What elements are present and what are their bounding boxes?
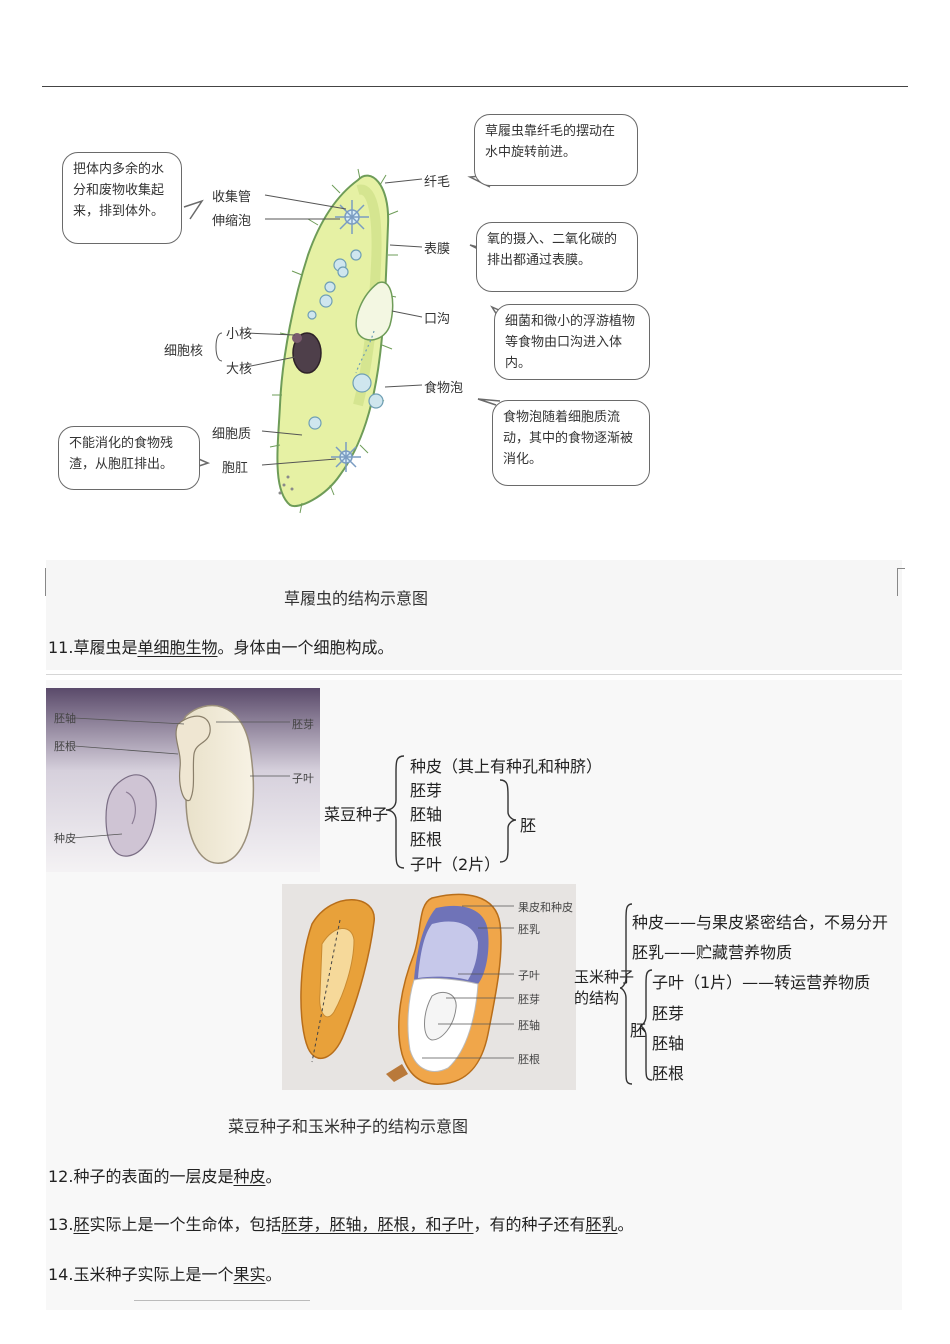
- bean-tree-radicle: 胚根: [410, 830, 443, 849]
- corn-label-endosperm: 胚乳: [518, 923, 540, 936]
- corn-label-pericarp: 果皮和种皮: [518, 901, 573, 914]
- food-vacuoles: [307, 249, 384, 430]
- bean-tree-bud: 胚芽: [410, 781, 443, 800]
- bubble-undigested: 不能消化的食物残渣，从胞肛排出。: [58, 426, 200, 490]
- item-13: 13.胚实际上是一个生命体，包括胚芽，胚轴，胚根，和子叶，有的种子还有胚乳。: [48, 1211, 634, 1235]
- corn-label-root: 胚根: [518, 1053, 540, 1066]
- item-14-post: 。: [265, 1265, 282, 1284]
- corn-label-cotyledon: 子叶: [518, 969, 540, 982]
- label-contractile-vacuole: 伸缩泡: [212, 214, 252, 229]
- item-14: 14.玉米种子实际上是一个果实。: [48, 1261, 282, 1285]
- corn-tree-axis: 胚轴: [652, 1034, 685, 1053]
- item-11-post: 。身体由一个细胞构成。: [217, 638, 394, 657]
- bean-label-cotyledon: 子叶: [292, 772, 314, 785]
- bubble-expel: 把体内多余的水分和废物收集起来，排到体外。: [62, 152, 182, 244]
- bean-tree-axis: 胚轴: [410, 805, 443, 824]
- item-13-answer-0: 胚: [73, 1215, 90, 1234]
- bean-tree-embryo: 胚: [520, 816, 537, 835]
- corn-label-bud: 胚芽: [518, 993, 540, 1006]
- corn-tree-cotyledon: 子叶（1片）——转运营养物质: [652, 973, 871, 992]
- bean-whole: [105, 774, 157, 857]
- bean-label-bud: 胚芽: [292, 718, 314, 731]
- item-13-post: 。: [617, 1215, 634, 1234]
- label-micronucleus: 小核: [226, 327, 253, 342]
- bubble-oral-groove: 细菌和微小的浮游植物等食物由口沟进入体内。: [494, 304, 650, 380]
- bean-tree-braces: [385, 755, 517, 869]
- corn-tree-embryo: 胚: [630, 1021, 647, 1040]
- bubble-membrane: 氧的摄入、二氧化碳的排出都通过表膜。: [476, 222, 638, 292]
- bubble-cilia: 草履虫靠纤毛的摆动在水中旋转前进。: [474, 114, 638, 186]
- corn-label-axis: 胚轴: [518, 1019, 540, 1032]
- item-13-mid: ，有的种子还有: [473, 1215, 586, 1234]
- label-cytoplasm: 细胞质: [212, 427, 252, 442]
- item-11-num: 11.: [48, 638, 74, 657]
- bean-label-root: 胚根: [54, 740, 76, 753]
- corn-tree-bud: 胚芽: [652, 1004, 685, 1023]
- contractile-vacuole-top: [335, 200, 369, 234]
- bean-tree-coat: 种皮（其上有种孔和种脐）: [410, 757, 603, 776]
- section-divider: [46, 674, 902, 675]
- label-food-vacuole: 食物泡: [424, 381, 464, 396]
- item-14-answer: 果实: [233, 1265, 266, 1284]
- item-13-pre: 实际上是一个生命体，包括: [89, 1215, 282, 1234]
- corn-tree-root-line1: 玉米种子: [574, 968, 635, 986]
- label-collecting-tube: 收集管: [212, 190, 252, 205]
- label-nucleus: 细胞核: [164, 344, 204, 359]
- bean-embryo: [175, 715, 211, 802]
- item-12-pre: 种子的表面的一层皮是: [73, 1167, 234, 1186]
- left-corner-mark: [45, 568, 46, 596]
- corn-seed-image: [282, 884, 576, 1090]
- item-12-num: 12.: [48, 1167, 74, 1186]
- contractile-vacuole-bottom: [331, 442, 361, 472]
- item-13-num: 13.: [48, 1215, 74, 1234]
- item-14-pre: 玉米种子实际上是一个: [73, 1265, 234, 1284]
- item-12-post: 。: [265, 1167, 282, 1186]
- label-membrane: 表膜: [424, 242, 451, 257]
- seed-caption: 菜豆种子和玉米种子的结构示意图: [228, 1117, 469, 1136]
- item-11-answer: 单细胞生物: [137, 638, 218, 657]
- item-11: 11.草履虫是单细胞生物。身体由一个细胞构成。: [48, 634, 394, 658]
- label-anal-pore: 胞肛: [222, 461, 249, 476]
- corn-tree-radicle: 胚根: [652, 1064, 685, 1083]
- corn-tree-endosperm: 胚乳——贮藏营养物质: [632, 943, 793, 962]
- label-oral-groove: 口沟: [424, 312, 451, 327]
- bean-label-axis: 胚轴: [54, 712, 76, 725]
- bean-tree-cotyledon: 子叶（2片）: [410, 855, 501, 874]
- oral-groove: [355, 281, 394, 341]
- bean-seed-image: [46, 688, 320, 872]
- corn-tree-coat: 种皮——与果皮紧密结合，不易分开: [632, 913, 889, 932]
- macronucleus: [292, 332, 322, 374]
- item-14-num: 14.: [48, 1265, 74, 1284]
- bottom-short-rule: [134, 1300, 310, 1301]
- bean-label-coat: 种皮: [54, 832, 76, 845]
- item-13-answer-2: 胚乳: [585, 1215, 618, 1234]
- item-13-answer-1: 胚芽，胚轴，胚根，和子叶: [281, 1215, 474, 1234]
- item-12-answer: 种皮: [233, 1167, 266, 1186]
- caption-band: [46, 560, 902, 670]
- corn-tree-braces: [619, 903, 653, 1085]
- corn-tree-root-line2: 的结构: [574, 989, 620, 1007]
- bubble-food-vacuole: 食物泡随着细胞质流动，其中的食物逐渐被消化。: [492, 400, 650, 486]
- bean-tree-root: 菜豆种子: [324, 805, 389, 824]
- micronucleus: [292, 333, 302, 343]
- item-12: 12.种子的表面的一层皮是种皮。: [48, 1163, 282, 1187]
- label-macronucleus: 大核: [226, 362, 253, 377]
- right-corner-mark: [897, 568, 905, 596]
- label-cilia: 纤毛: [424, 175, 451, 190]
- top-rule: [42, 86, 908, 87]
- paramecium-caption: 草履虫的结构示意图: [284, 589, 429, 608]
- item-11-pre: 草履虫是: [73, 638, 138, 657]
